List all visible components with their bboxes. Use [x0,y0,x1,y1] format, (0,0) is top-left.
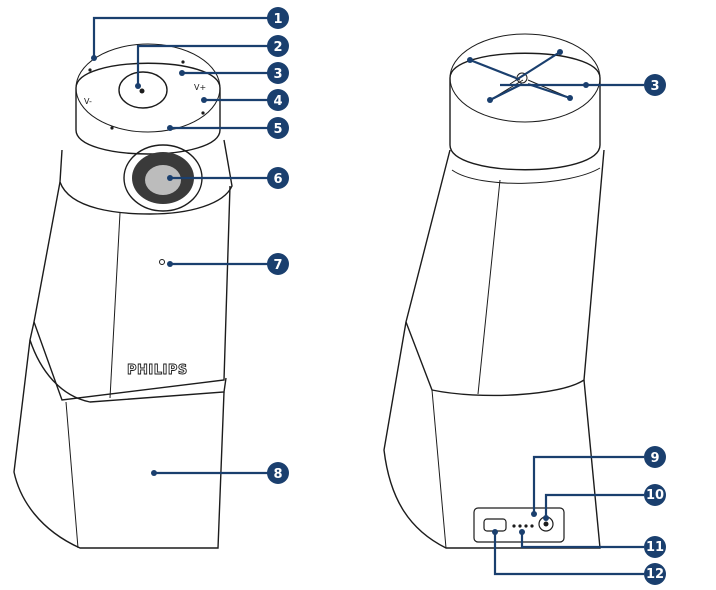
callout-dot-11 [519,529,525,535]
front-edge-line [109,212,121,399]
callout-dot-3b-d [567,95,573,101]
rear-edge-line [477,179,501,395]
led-1 [512,524,516,528]
callout-badge-7: 7 [267,253,289,275]
led-3 [524,524,528,528]
front-top-dot-d [201,111,205,115]
front-top-dot-c [110,126,114,130]
callout-badges: 1 2 3 4 5 6 7 8 [267,7,666,585]
brand-logo: PHILIPS [127,363,188,378]
callout-line-12 [493,532,644,576]
callout-label-1: 1 [273,12,282,27]
callout-dot-3b-c [487,97,493,103]
front-top-dot-b [181,60,185,64]
rear-top-cap [449,52,601,171]
rear-view-device [383,33,605,549]
callout-dot-1 [91,55,97,61]
callout-badge-10: 10 [644,484,666,506]
callout-label-2: 2 [273,40,282,55]
callout-dot-4 [201,97,207,103]
callout-link-3b-a [469,58,517,80]
rear-band-curve [451,167,601,184]
callout-badge-8: 8 [267,462,289,484]
camera-lens-inner [145,165,181,195]
led-2 [518,524,522,528]
callout-badge-12: 12 [644,563,666,585]
vol-up-mark: V+ [194,83,206,92]
callout-badge-2: 2 [267,35,289,57]
callout-label-9: 9 [650,451,659,466]
callout-dot-3b-a [467,57,473,63]
callout-label-11: 11 [646,540,664,555]
callout-dot-5 [167,125,173,131]
callout-label-8: 8 [273,467,282,482]
callout-dot-2 [135,83,141,89]
front-base [13,339,225,549]
callout-line-1 [92,16,268,58]
callout-dot-6 [167,175,173,181]
rear-center-hub [516,72,528,84]
front-center-icon [139,88,145,94]
callout-label-7: 7 [273,258,282,273]
callout-label-3b: 3 [650,79,659,94]
audio-jack-hole [543,521,549,527]
callout-dot-9 [531,511,537,517]
callout-label-5: 5 [273,122,282,137]
callout-badge-4: 4 [267,89,289,111]
callout-badge-1: 1 [267,7,289,29]
callout-dot-3 [179,70,185,76]
front-lower-band [29,321,227,403]
callout-line-10 [544,493,644,518]
front-camera-band [59,139,233,215]
callout-badge-5: 5 [267,117,289,139]
callout-dot-3b-b [557,49,563,55]
callout-line-9 [532,455,644,514]
callout-badge-3: 3 [267,62,289,84]
callout-dot-8 [151,470,157,476]
callout-label-12: 12 [646,567,664,582]
callout-line-2 [136,44,268,86]
callout-badge-3b: 3 [644,74,666,96]
front-center-button [118,71,168,109]
front-top-dot-a [88,68,92,72]
callout-lines [91,16,644,576]
rear-upper-body [405,149,605,397]
callout-label-3: 3 [273,67,282,82]
callout-dot-10 [543,515,549,521]
callout-badge-6: 6 [267,167,289,189]
front-top-cap [75,62,221,155]
callout-line-11 [520,532,644,549]
callout-link-3b-c [489,83,523,101]
callout-link-3b-d [527,82,571,100]
front-top-surface [75,43,221,133]
callout-badge-11: 11 [644,536,666,558]
callout-dot-12 [492,529,498,535]
front-sensor [159,259,165,265]
front-view-device: V- V+ PHILIPS [13,43,233,549]
front-main-body [33,181,231,401]
vol-down-mark: V- [84,97,92,106]
front-base-edge [65,401,79,549]
callout-dot-7 [167,261,173,267]
callout-link-3b-b [515,51,561,81]
callout-label-6: 6 [273,172,282,187]
rear-base-edge [431,389,447,549]
rear-top-surface [449,33,601,123]
callout-label-10: 10 [646,488,664,503]
callout-badge-9: 9 [644,446,666,468]
callout-label-4: 4 [273,94,282,109]
led-4 [530,524,534,528]
